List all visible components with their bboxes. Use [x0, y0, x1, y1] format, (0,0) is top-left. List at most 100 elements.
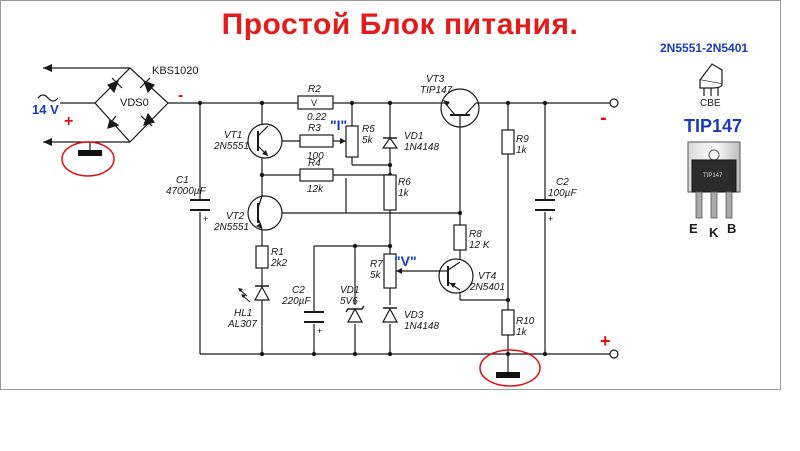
diode-vd3: [381, 307, 399, 323]
r9-ref: R9: [516, 134, 529, 145]
vt1-ref: VT1: [224, 130, 242, 141]
r2-value: 0.22: [307, 112, 327, 123]
highlight-circle-input: [61, 141, 115, 177]
r6-value: 1k: [398, 188, 410, 199]
transistor-vt4: [438, 258, 474, 294]
diagram-frame: [0, 0, 781, 390]
tip-pin-k: K: [709, 225, 719, 240]
small-pinout-title: 2N5551-2N5401: [660, 41, 748, 55]
tip-pin-e: E: [689, 221, 698, 236]
resistor-r6: [383, 174, 397, 211]
diode-vd1: [381, 128, 399, 160]
bridge-ref-label: VDS0: [120, 97, 149, 109]
tip-pinout-title: TIP147: [684, 116, 742, 136]
r7-value: 5k: [370, 270, 382, 281]
input-voltage-label: 14 V: [32, 102, 59, 117]
highlight-circle-output: [479, 349, 541, 387]
r5-ref: R5: [362, 124, 375, 135]
transistor-vt2: [247, 195, 283, 231]
resistor-r1: [255, 245, 269, 269]
hl1-ref: HL1: [234, 308, 252, 319]
current-adjust-label: "I": [330, 117, 347, 133]
c1-value: 47000µF: [166, 186, 207, 197]
vd3-part: 1N4148: [404, 321, 439, 332]
vt1-part: 2N5551: [213, 141, 249, 152]
c2-220-value: 220µF: [281, 296, 311, 307]
r8-ref: R8: [469, 229, 482, 240]
r1-value: 2k2: [270, 258, 288, 269]
tip-pin-b: B: [727, 221, 736, 236]
resistor-r8: [453, 224, 467, 251]
vt4-ref: VT4: [478, 271, 497, 282]
vt3-part: TIP147: [420, 85, 453, 96]
potentiometer-r5: [340, 125, 359, 158]
capacitor-c2-100: +: [535, 199, 555, 224]
svg-text:+: +: [548, 214, 553, 224]
resistor-r9: [501, 129, 515, 155]
to247-package-icon: [687, 141, 741, 219]
bridge-part-label: KBS1020: [152, 65, 198, 77]
input-ground-bar: [78, 150, 102, 156]
ac-input: 14 V +: [32, 64, 115, 177]
resistor-r4: [299, 168, 334, 182]
hl1-part: AL307: [227, 319, 257, 330]
resistor-r10: [501, 309, 515, 336]
bridge-rectifier: [106, 77, 156, 129]
c2-220-ref: C2: [292, 285, 305, 296]
capacitor-c1: +: [190, 199, 210, 224]
output-minus-terminal: [609, 98, 619, 108]
r4-value: 12k: [307, 184, 324, 195]
output-ground: [479, 349, 541, 387]
r3-value: 100: [307, 151, 324, 162]
small-pinout-pins: CBE: [700, 98, 721, 109]
vt3-ref: VT3: [426, 74, 445, 85]
r2-ref: R2: [308, 84, 321, 95]
vd1-part: 1N4148: [404, 142, 439, 153]
svg-text:+: +: [203, 214, 208, 224]
resistor-r2: [297, 95, 334, 110]
voltage-adjust-label: "V": [394, 253, 417, 269]
r9-value: 1k: [516, 145, 528, 156]
wires: [43, 67, 610, 372]
r7-ref: R7: [370, 259, 383, 270]
ac-wave-icon: [37, 94, 59, 102]
to92-package-icon: [698, 63, 723, 96]
vd1-zener-part: 5V6: [340, 296, 358, 307]
vd1-ref: VD1: [404, 131, 423, 142]
c2-100-ref: C2: [556, 177, 569, 188]
r10-ref: R10: [516, 316, 535, 327]
vt2-ref: VT2: [226, 211, 245, 222]
input-plus-sign: +: [64, 113, 73, 130]
transistor-vt1: [247, 123, 283, 159]
diagram-title: Простой Блок питания.: [221, 8, 579, 41]
vd1-zener-ref: VD1: [340, 285, 359, 296]
r3-ref: R3: [308, 123, 321, 134]
c2-100-value: 100µF: [548, 188, 577, 199]
output-plus-sign: +: [600, 331, 611, 351]
transistor-vt3: [438, 88, 480, 128]
r1-ref: R1: [271, 247, 284, 258]
svg-text:V: V: [311, 98, 317, 108]
output-plus-terminal: [609, 349, 619, 359]
c1-ref: C1: [176, 175, 189, 186]
bridge-minus-sign: -: [178, 87, 183, 104]
r5-value: 5k: [362, 135, 374, 146]
vt2-part: 2N5551: [213, 222, 249, 233]
capacitor-c2-220: +: [304, 311, 324, 336]
output-minus-sign: -: [600, 107, 607, 129]
tip-body-text: TIP147: [703, 173, 723, 179]
zener-vd1-5v6: [345, 305, 365, 323]
junction-dots: [197, 100, 548, 357]
r4-ref: R4: [308, 158, 321, 169]
resistor-r3: [299, 134, 334, 148]
svg-text:+: +: [317, 326, 322, 336]
r10-value: 1k: [516, 327, 528, 338]
potentiometer-r7: [383, 253, 402, 289]
vt4-part: 2N5401: [469, 282, 505, 293]
r6-ref: R6: [398, 177, 411, 188]
led-hl1: [238, 285, 271, 306]
r8-value: 12 K: [469, 240, 491, 251]
vd3-ref: VD3: [404, 310, 424, 321]
